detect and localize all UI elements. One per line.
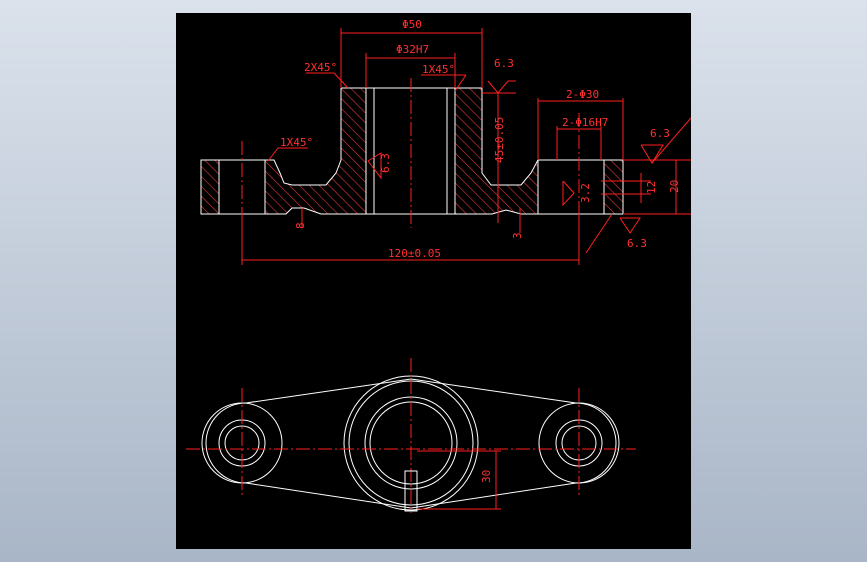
left-lug-section-inner <box>264 87 367 215</box>
dim-3: 3 <box>511 232 524 239</box>
drawing-canvas[interactable]: Φ50 Φ32H7 2X45° 1X45° 6.3 <box>176 13 691 549</box>
dim-2-d30: 2-Φ30 <box>566 88 599 101</box>
part-drawing: Φ50 Φ32H7 2X45° 1X45° 6.3 <box>186 18 691 513</box>
keyway <box>404 470 418 512</box>
right-hole-outline <box>537 159 605 215</box>
dim-20: 20 <box>668 180 681 193</box>
top-view: 30 <box>186 358 636 513</box>
dim-outer-diameter: Φ50 <box>402 18 422 31</box>
chamfer-1x45-top-label: 1X45° <box>422 63 455 76</box>
roughness-bore: 6.3 <box>379 153 392 173</box>
chamfer-2x45-label: 2X45° <box>304 61 337 74</box>
chamfer-1x45-left-label: 1X45° <box>280 136 313 149</box>
section-dimensions: Φ50 Φ32H7 2X45° 1X45° 6.3 <box>241 18 691 265</box>
roughness-top: 6.3 <box>494 57 514 70</box>
dim-12: 12 <box>645 181 658 194</box>
right-lug-section <box>603 159 624 215</box>
roughness-right-small: 3.2 <box>579 183 592 203</box>
dim-45: 45±0.05 <box>493 117 506 163</box>
section-view <box>200 78 624 263</box>
roughness-bottom: 6.3 <box>627 237 647 250</box>
dim-120: 120±0.05 <box>388 247 441 260</box>
dim-8: 8 <box>294 222 307 229</box>
left-lug-section <box>200 159 220 215</box>
dim-30: 30 <box>480 470 493 483</box>
dim-bore-diameter: Φ32H7 <box>396 43 429 56</box>
roughness-right: 6.3 <box>650 127 670 140</box>
dim-2-d16h7: 2-Φ16H7 <box>562 116 608 129</box>
